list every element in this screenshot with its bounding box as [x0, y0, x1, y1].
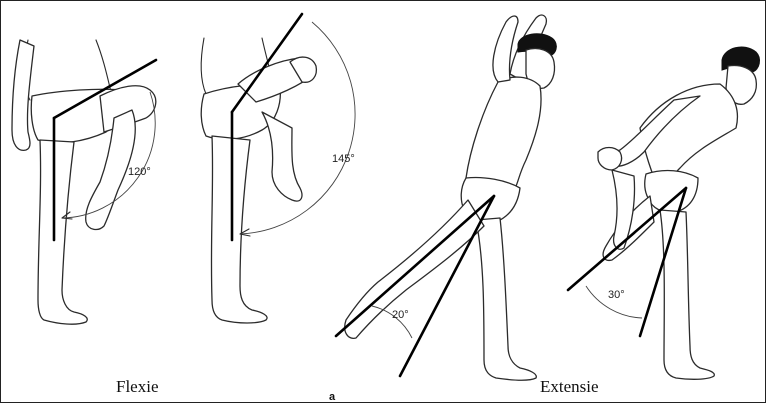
- extension-figure-2: 30°: [568, 47, 759, 379]
- caption-extension: Extensie: [540, 377, 599, 396]
- angle-label-flexion-2: 145°: [332, 153, 355, 165]
- angle-label-extension-2: 30°: [608, 289, 625, 301]
- angle-label-flexion-1: 120°: [128, 166, 151, 178]
- flexion-figure-1: 120°: [12, 40, 156, 324]
- flexion-figure-2: 145°: [201, 14, 355, 323]
- angle-label-extension-1: 20°: [392, 309, 409, 321]
- extension-figure-1: 20°: [336, 15, 556, 380]
- axis-thigh: [336, 196, 494, 336]
- caption-flexion: Flexie: [116, 377, 159, 396]
- figure-label: a: [329, 391, 336, 403]
